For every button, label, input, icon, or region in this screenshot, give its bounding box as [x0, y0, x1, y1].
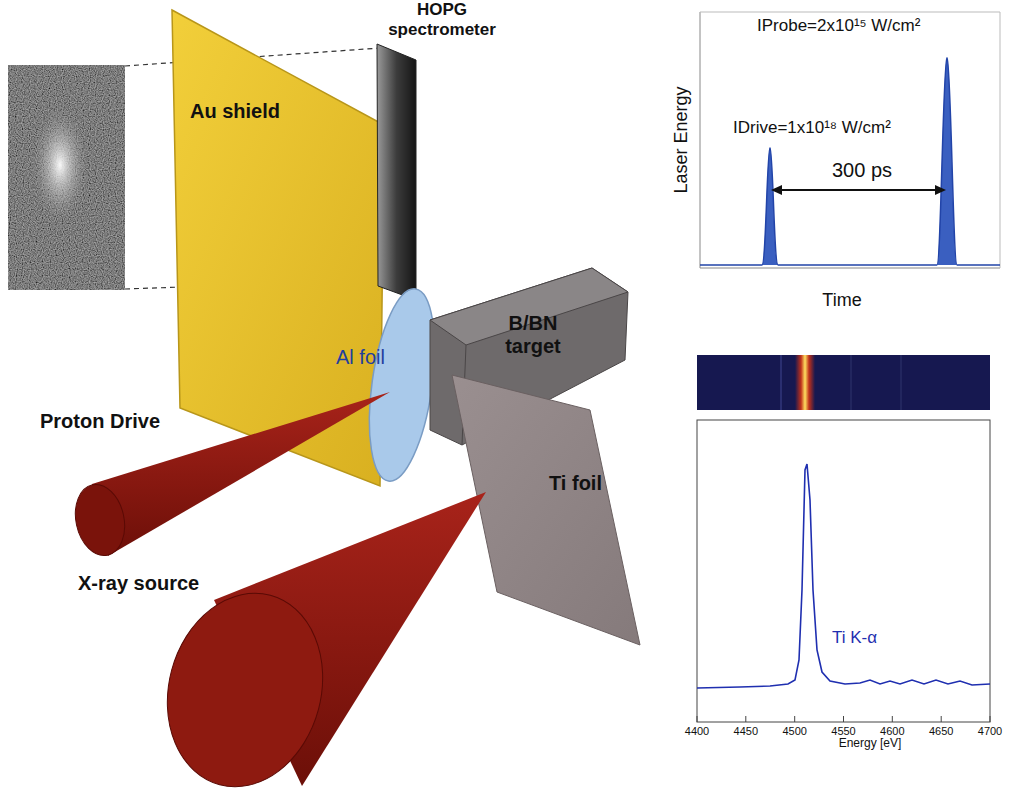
axis-title: Laser Energy [671, 86, 693, 193]
ti-foil: Ti foil [448, 370, 644, 650]
part-label: Al foil [336, 346, 385, 369]
hopg-spectrometer: HOPG spectrometer [376, 0, 501, 305]
intensity-label: IDrive=1x10¹⁸ W/cm² [733, 118, 891, 138]
part-label: X-ray source [78, 572, 199, 595]
part-label: HOPG spectrometer [386, 0, 498, 39]
delay-label: 300 ps [832, 158, 892, 182]
part-label: Au shield [190, 100, 280, 123]
axis-title: Time [822, 290, 861, 312]
al-foil-shape [330, 280, 440, 485]
al-foil: Al foil [330, 280, 440, 485]
hopg-spectrometer-shape [376, 0, 501, 305]
intensity-label: IProbe=2x10¹⁵ W/cm² [757, 16, 920, 36]
part-label: Proton Drive [40, 410, 160, 433]
ti-foil-shape [448, 370, 644, 650]
tick-label: 4650 [929, 725, 953, 738]
line-label: Ti K-α [832, 628, 877, 648]
tick-label: 4700 [978, 725, 1002, 738]
x-ray-source-cone: X-ray source [70, 480, 490, 795]
tick-label: 4600 [880, 725, 904, 738]
x-ray-source-cone-shape [70, 480, 490, 795]
axis-title: Energy [eV] [839, 736, 902, 750]
tick-label: 4450 [734, 725, 758, 738]
au-shield-shape [165, 5, 390, 490]
tick-label: 4400 [685, 725, 709, 738]
tick-label: 4550 [831, 725, 855, 738]
part-label: Ti foil [548, 472, 603, 495]
part-label: B/BN target [488, 312, 578, 358]
tick-label: 4500 [782, 725, 806, 738]
proton-drive-cone: Proton Drive [35, 385, 400, 565]
au-shield: Au shield [165, 5, 390, 490]
